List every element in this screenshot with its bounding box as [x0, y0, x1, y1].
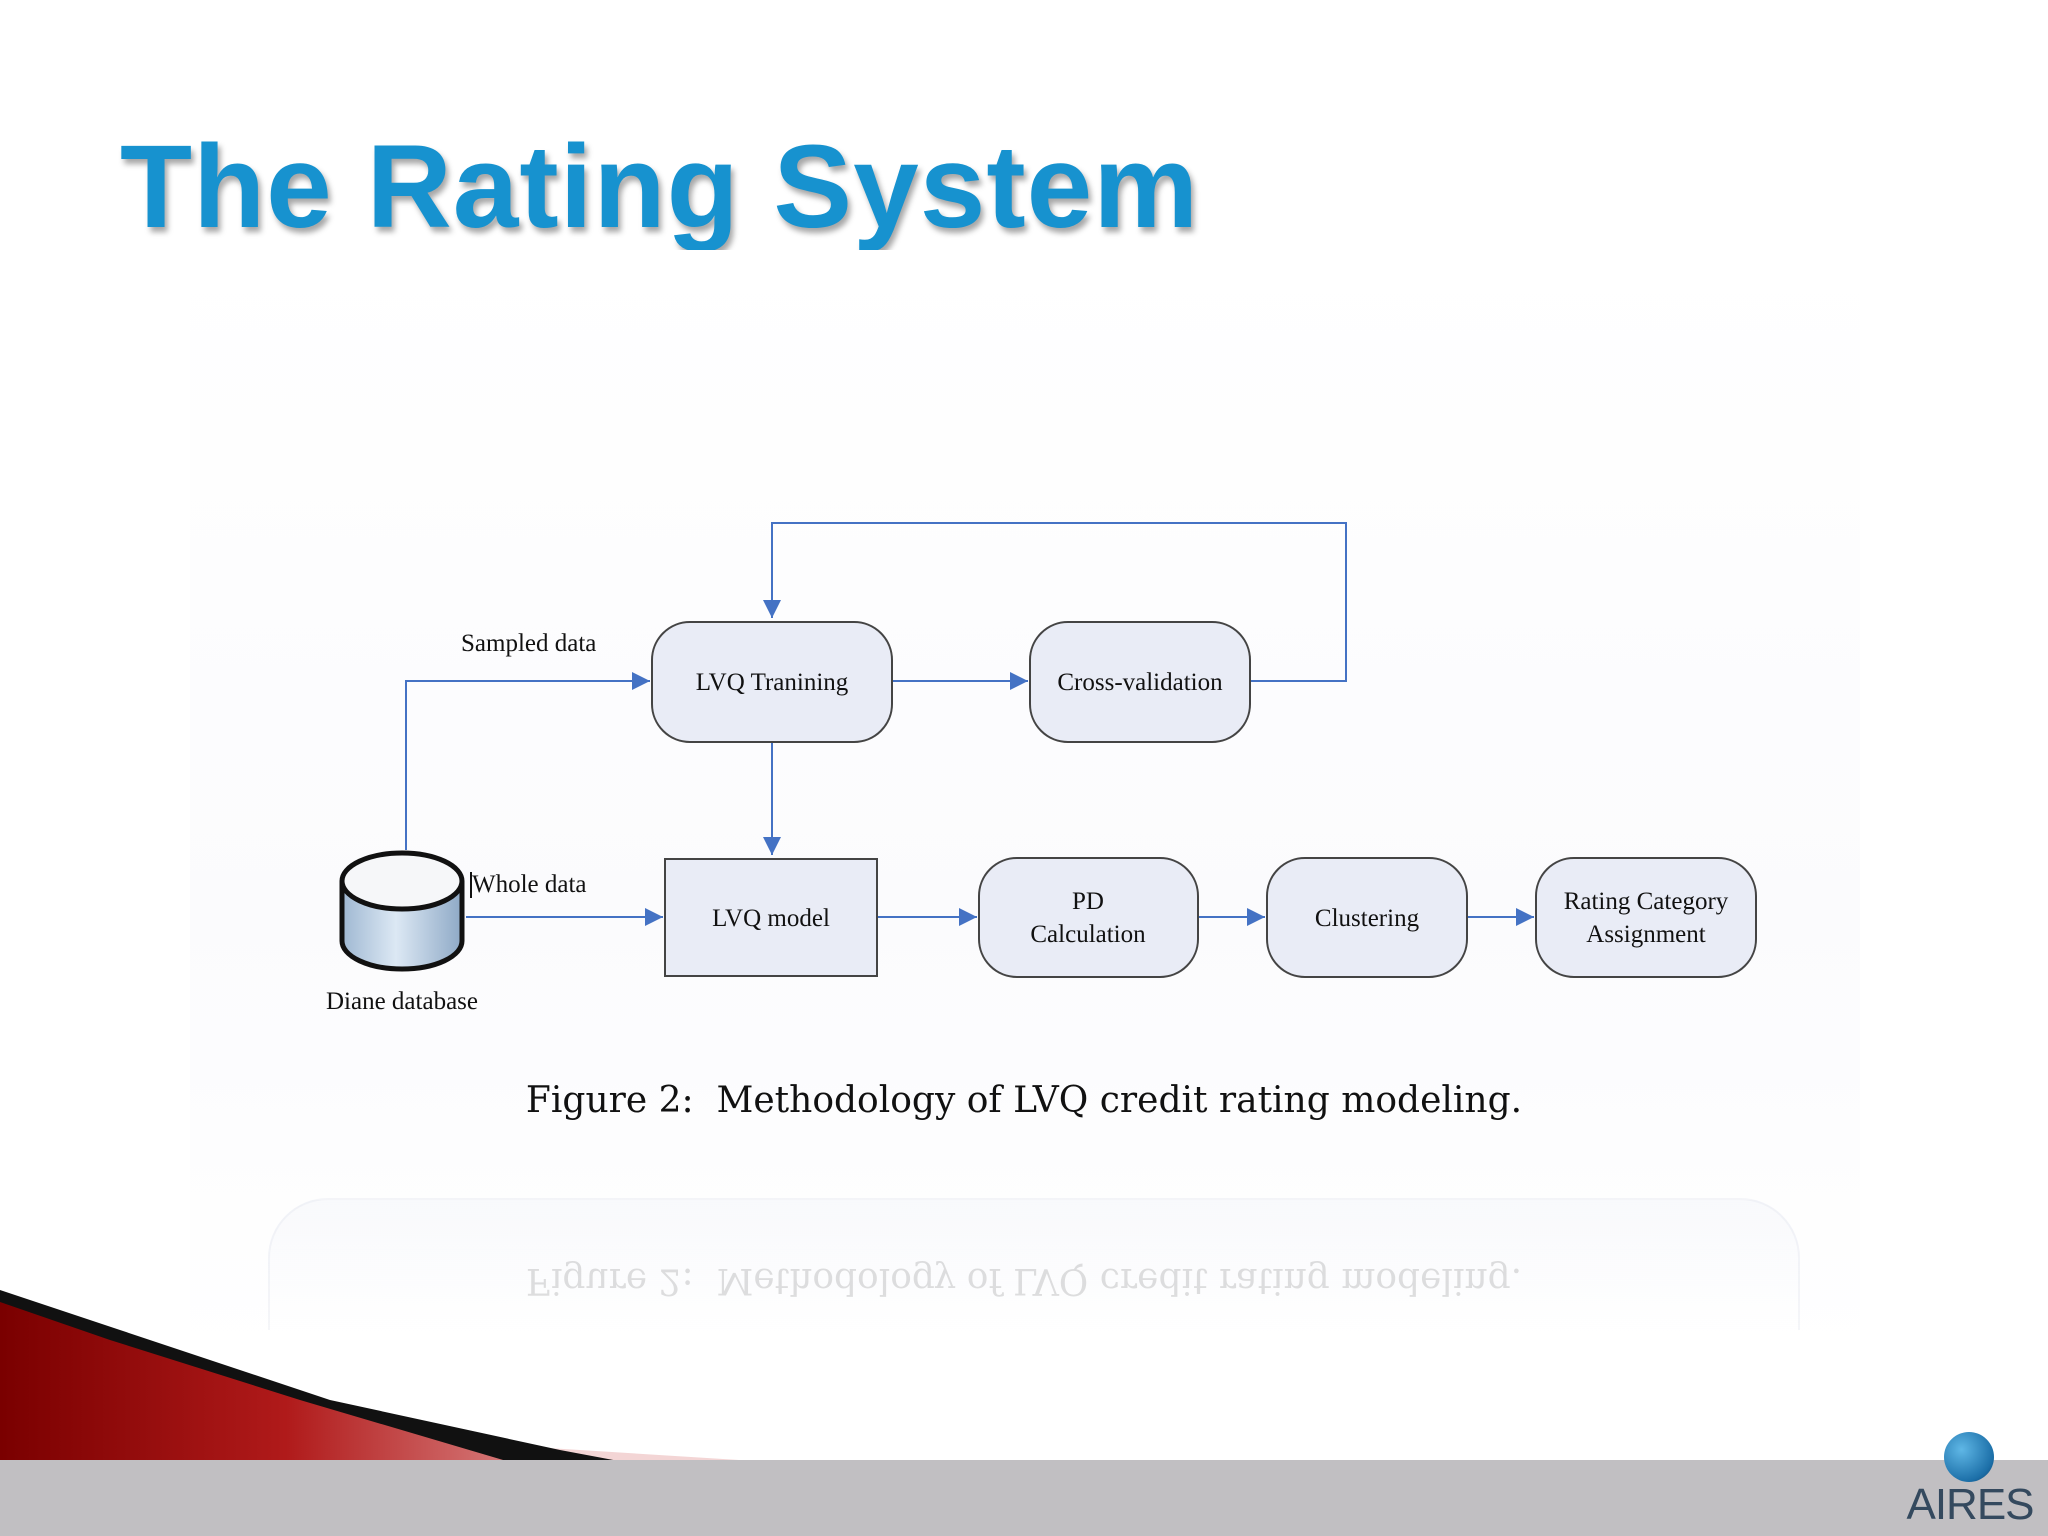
node-pd-calculation [979, 858, 1198, 977]
aires-logo: AIRES [1900, 1428, 2040, 1528]
bottom-bar [0, 1460, 2048, 1536]
node-label-lvq-model: LVQ model [712, 905, 830, 932]
logo-text: AIRES [1900, 1480, 2040, 1530]
edge-sampled-data [406, 681, 650, 850]
node-label-clustering: Clustering [1315, 905, 1420, 932]
node-rating-assignment [1536, 858, 1756, 977]
node-label-lvq-training: LVQ Tranining [696, 669, 849, 696]
figure-caption: Figure 2: Methodology of LVQ credit rati… [0, 1080, 2048, 1121]
node-label-database: Diane database [326, 988, 478, 1015]
node-label-rating-line1: Rating Category [1564, 888, 1729, 915]
globe-icon [1944, 1432, 1994, 1482]
node-label-pd-line1: PD [1072, 888, 1104, 915]
corner-swoosh-decoration [0, 1290, 820, 1465]
node-label-pd-line2: Calculation [1030, 921, 1146, 948]
node-label-rating-line2: Assignment [1586, 921, 1706, 948]
node-label-cross-validation: Cross-validation [1057, 669, 1223, 696]
edge-label-whole-data: Whole data [472, 871, 587, 898]
database-icon [342, 853, 462, 969]
edge-label-sampled-data: Sampled data [461, 630, 596, 657]
